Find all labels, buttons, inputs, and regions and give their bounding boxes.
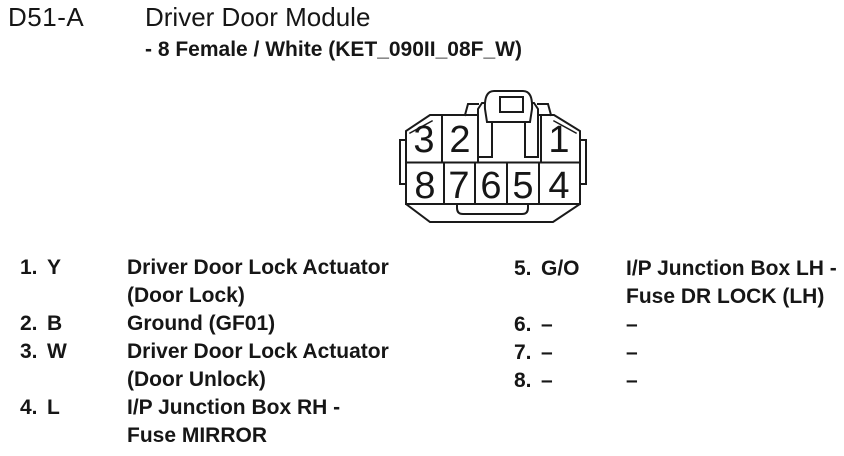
- pin-cell-3: 3: [413, 119, 434, 161]
- pin-description: Ground (GF01): [127, 310, 275, 338]
- description-line: Fuse MIRROR: [127, 424, 268, 447]
- pin-entry-8: 8.––: [514, 367, 638, 395]
- description-line: (Door Lock): [127, 284, 245, 307]
- wire-color: W: [47, 340, 67, 363]
- description-line: –: [626, 341, 638, 364]
- connector-subtitle: - 8 Female / White (KET_090II_08F_W): [145, 38, 522, 61]
- connector-id: D51-A: [8, 2, 85, 32]
- pin-cell-5: 5: [512, 165, 533, 207]
- pin-entry-4: 4. L I/P Junction Box RH - Fuse MIRROR: [20, 394, 340, 450]
- pin-entry-2: 2. B Ground (GF01): [20, 310, 275, 338]
- pin-number: 8.: [514, 369, 532, 392]
- pin-description: Driver Door Lock Actuator (Door Lock): [127, 254, 389, 310]
- description-line: (Door Unlock): [127, 368, 266, 391]
- description-line: –: [626, 313, 638, 336]
- pin-number-color: 1. Y: [20, 254, 127, 282]
- wire-color: –: [541, 313, 553, 336]
- side-bump-right: [579, 139, 587, 185]
- connector-diagram: 3 2 1 8 7 6 5 4: [399, 90, 587, 223]
- wire-color: G/O: [541, 257, 580, 280]
- description-line: –: [626, 369, 638, 392]
- pin-number-color: 7.–: [514, 339, 626, 367]
- pin-cell-8: 8: [414, 165, 435, 207]
- pin-number: 7.: [514, 341, 532, 364]
- page-title: Driver Door Module: [145, 2, 371, 32]
- pin-number-color: 2. B: [20, 310, 127, 338]
- pin-number: 6.: [514, 313, 532, 336]
- wire-color: Y: [47, 256, 62, 279]
- description-line: I/P Junction Box LH -: [626, 257, 837, 280]
- pin-entry-5: 5. G/O I/P Junction Box LH - Fuse DR LOCK (…: [514, 255, 837, 311]
- chamfer-detail-left: [408, 119, 434, 135]
- pin-description: I/P Junction Box RH - Fuse MIRROR: [127, 394, 340, 450]
- wire-color: –: [541, 341, 553, 364]
- pin-entry-1: 1. Y Driver Door Lock Actuator (Door Lock): [20, 254, 389, 310]
- pin-number-color: 3. W: [20, 338, 127, 366]
- pin-number-color: 8.–: [514, 367, 626, 395]
- pin-cell-1: 1: [548, 119, 569, 161]
- description-line: Driver Door Lock Actuator: [127, 340, 389, 363]
- pin-number: 5.: [514, 257, 532, 280]
- wire-color: –: [541, 369, 553, 392]
- bottom-tab: [456, 203, 529, 215]
- pin-entry-6: 6.––: [514, 311, 638, 339]
- wire-color: B: [47, 312, 63, 335]
- pin-description: –: [626, 367, 638, 395]
- description-line: Ground (GF01): [127, 312, 276, 335]
- pin-number: 4.: [20, 396, 38, 419]
- pin-cell-4: 4: [548, 165, 569, 207]
- description-line: Driver Door Lock Actuator: [127, 256, 389, 279]
- pin-number-color: 5. G/O: [514, 255, 626, 283]
- latch-head-slot: [499, 96, 524, 113]
- pin-number-color: 4. L: [20, 394, 127, 422]
- latch-barb-left: [463, 103, 479, 117]
- pin-cell-6: 6: [480, 165, 501, 207]
- latch-barb-right: [537, 103, 553, 117]
- description-line: Fuse DR LOCK (LH): [626, 285, 825, 308]
- chamfer-detail-right: [552, 119, 578, 135]
- pin-number: 1.: [20, 256, 38, 279]
- wire-color: L: [47, 396, 60, 419]
- pin-description: I/P Junction Box LH - Fuse DR LOCK (LH): [626, 255, 837, 311]
- pin-number: 3.: [20, 340, 38, 363]
- pin-description: –: [626, 311, 638, 339]
- pin-number: 2.: [20, 312, 38, 335]
- pin-cell-2: 2: [449, 119, 470, 161]
- pin-entry-3: 3. W Driver Door Lock Actuator (Door Unlock…: [20, 338, 389, 394]
- pin-description: Driver Door Lock Actuator (Door Unlock): [127, 338, 389, 394]
- pin-number-color: 6.–: [514, 311, 626, 339]
- description-line: I/P Junction Box RH -: [127, 396, 341, 419]
- side-bump-left: [399, 139, 407, 185]
- pin-entry-7: 7.––: [514, 339, 638, 367]
- pin-description: –: [626, 339, 638, 367]
- pin-cell-7: 7: [448, 165, 469, 207]
